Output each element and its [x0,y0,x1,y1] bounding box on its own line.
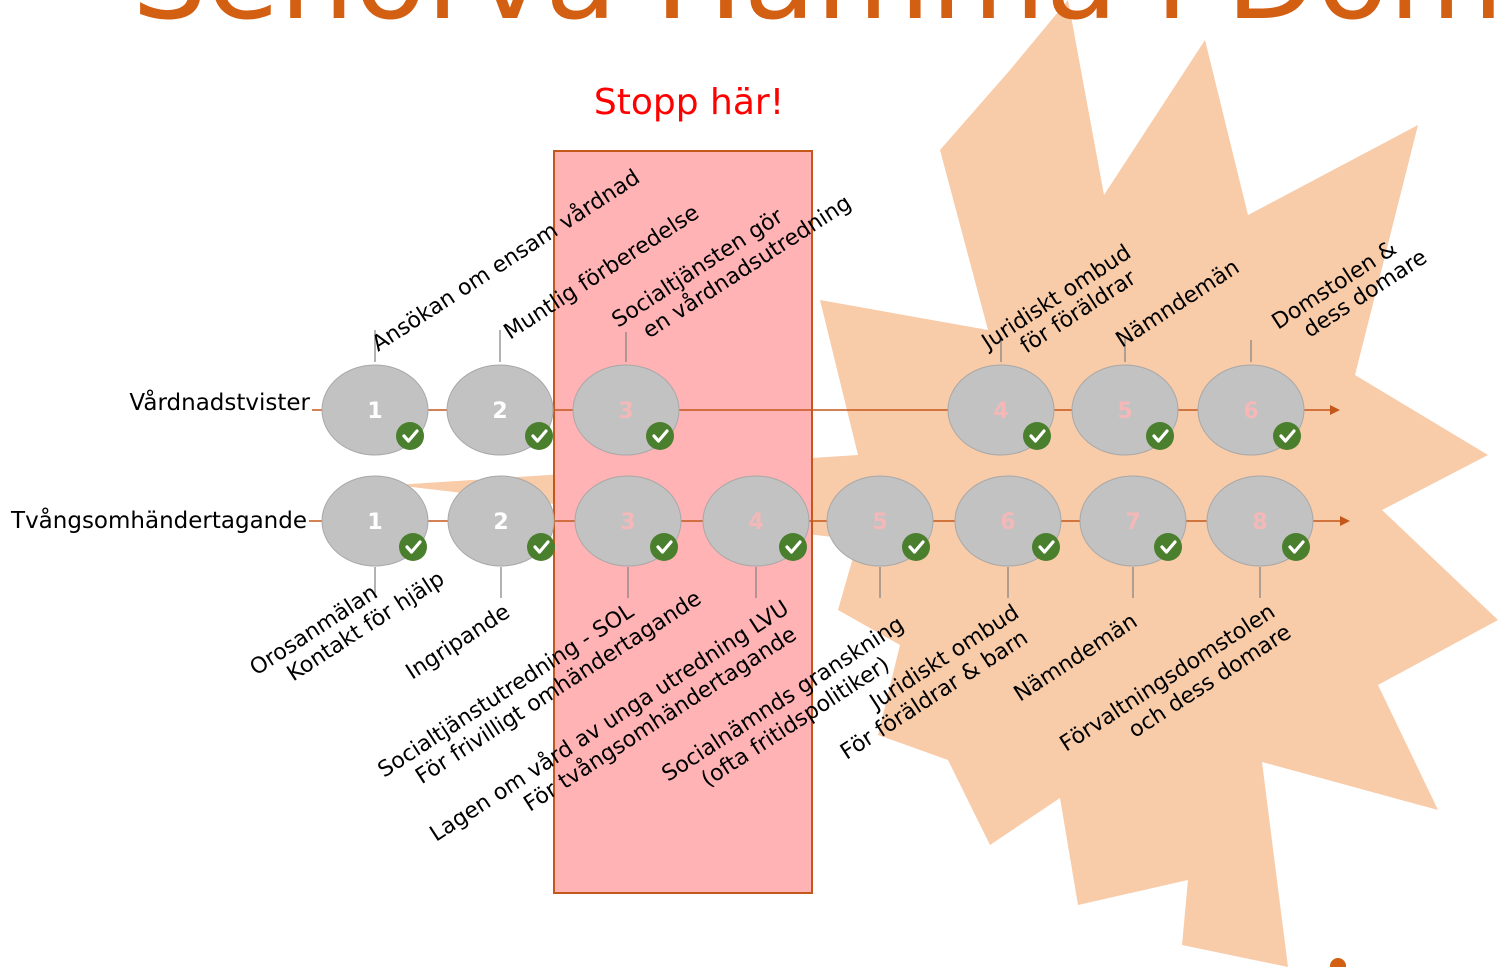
check-icon [1273,422,1301,450]
check-icon [399,533,427,561]
explosion-burst-shape [395,0,1498,967]
check-icon [902,533,930,561]
page-title: Senorva Hamma i Domstolar [132,0,1498,46]
step-number: 6 [1000,510,1015,535]
step-number: 4 [993,399,1008,424]
check-icon [646,422,674,450]
step-number: 5 [872,510,887,535]
step-number: 1 [367,510,382,535]
step-label: Ingripande [402,600,515,685]
check-icon [396,422,424,450]
check-icon [650,533,678,561]
step-number: 5 [1117,399,1132,424]
step-number: 7 [1125,510,1140,535]
check-icon [1146,422,1174,450]
stop-label: Stopp här! [594,82,784,123]
check-icon [779,533,807,561]
arrow-head-icon [1340,516,1350,526]
step-number: 3 [618,399,633,424]
step-number: 1 [367,399,382,424]
row-label: Vårdnadstvister [129,388,310,416]
step-number: 3 [620,510,635,535]
check-icon [1154,533,1182,561]
check-icon [1023,422,1051,450]
corner-dot-icon [1330,958,1346,967]
check-icon [1282,533,1310,561]
step-number: 6 [1243,399,1258,424]
check-icon [527,533,555,561]
check-icon [525,422,553,450]
row-label: Tvångsomhändertagande [10,506,307,534]
step-number: 4 [748,510,763,535]
step-number: 2 [493,510,508,535]
check-icon [1032,533,1060,561]
arrow-head-icon [1330,405,1340,415]
step-number: 8 [1252,510,1267,535]
step-number: 2 [492,399,507,424]
